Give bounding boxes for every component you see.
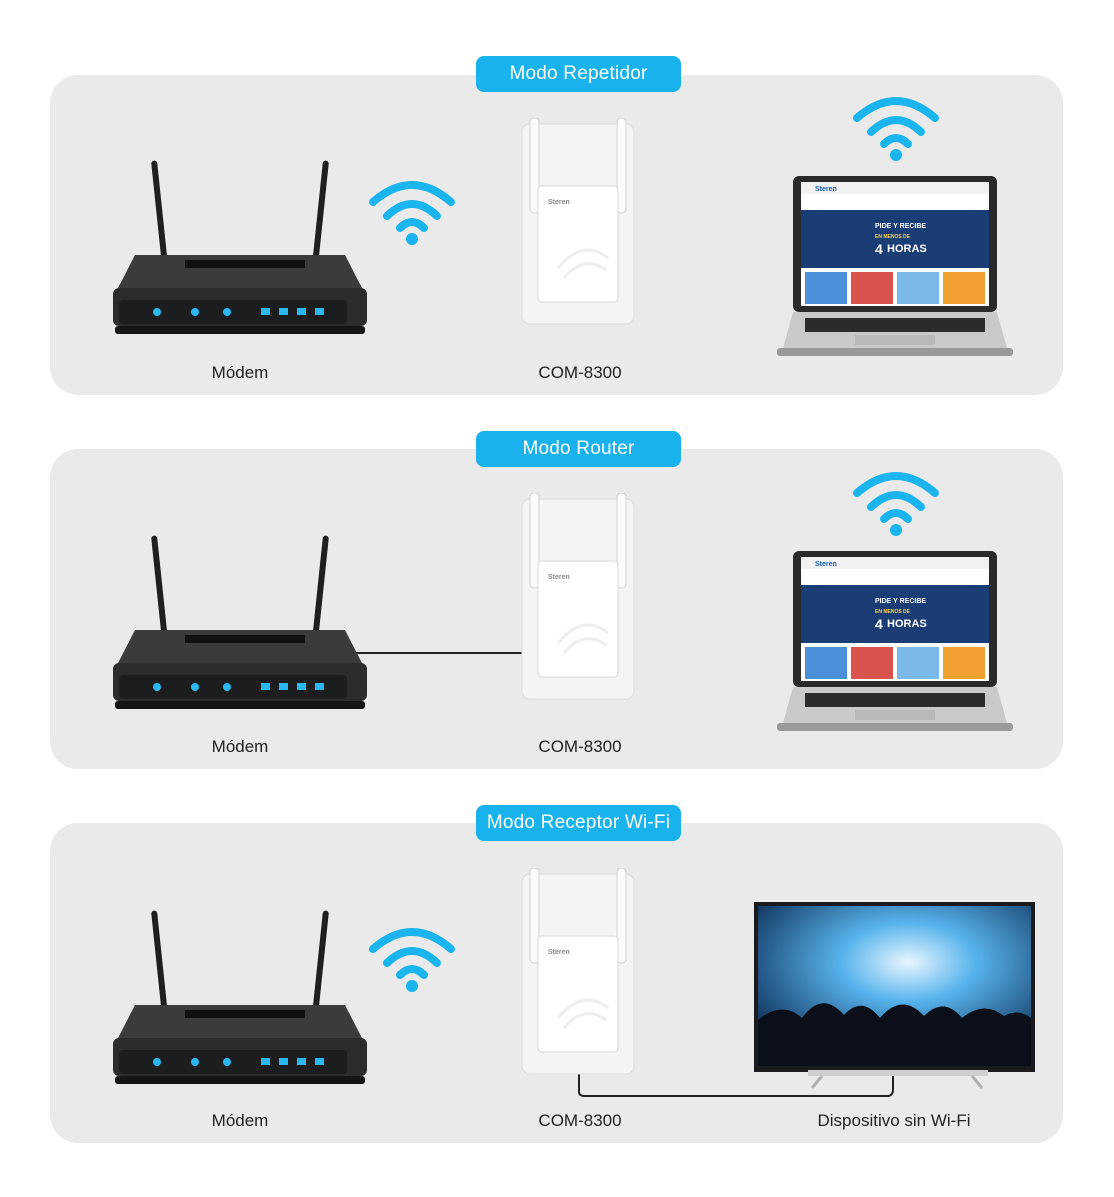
svg-text:PIDE Y RECIBE: PIDE Y RECIBE xyxy=(875,223,926,230)
device-label: COM-8300 xyxy=(538,363,622,382)
com-8300-extender-image: Steren xyxy=(521,118,635,325)
wifi-icon xyxy=(853,97,939,161)
ethernet-cable xyxy=(355,652,545,654)
svg-text:Steren: Steren xyxy=(548,949,570,956)
svg-text:4: 4 xyxy=(875,241,883,257)
svg-text:HORAS: HORAS xyxy=(887,243,927,255)
client-device-label: Dispositivo sin Wi-Fi xyxy=(817,1111,971,1130)
tv-image xyxy=(754,902,1035,1089)
modem-label: Módem xyxy=(211,737,269,756)
svg-text:EN MENOS DE: EN MENOS DE xyxy=(875,609,911,615)
svg-text:HORAS: HORAS xyxy=(887,618,927,630)
laptop-image: Steren PIDE Y RECIBE EN MENOS DE 4 HORAS xyxy=(777,551,1013,731)
mode-badge-wifi-receiver: Modo Receptor Wi-Fi xyxy=(476,805,681,841)
svg-text:PIDE Y RECIBE: PIDE Y RECIBE xyxy=(875,598,926,605)
modem-router-image xyxy=(113,910,367,1084)
svg-text:Steren: Steren xyxy=(548,199,570,206)
modem-label: Módem xyxy=(211,363,269,382)
com-8300-extender-image: Steren xyxy=(521,493,635,700)
device-label: COM-8300 xyxy=(538,1111,622,1130)
laptop-image: Steren PIDE Y RECIBE EN MENOS DE 4 HORAS xyxy=(777,176,1013,356)
wifi-icon xyxy=(369,928,455,992)
svg-text:Steren: Steren xyxy=(815,186,837,193)
modem-router-image xyxy=(113,160,367,334)
mode-badge-repeater: Modo Repetidor xyxy=(476,56,681,92)
svg-text:Steren: Steren xyxy=(548,574,570,581)
modem-label: Módem xyxy=(211,1111,269,1130)
wifi-icon xyxy=(853,472,939,536)
svg-text:4: 4 xyxy=(875,616,883,632)
ethernet-cable xyxy=(578,1040,894,1097)
svg-text:EN MENOS DE: EN MENOS DE xyxy=(875,234,911,240)
wifi-icon xyxy=(369,181,455,245)
mode-badge-router: Modo Router xyxy=(476,431,681,467)
device-label: COM-8300 xyxy=(538,737,622,756)
svg-text:Steren: Steren xyxy=(815,561,837,568)
modem-router-image xyxy=(113,535,367,709)
com-8300-extender-image: Steren xyxy=(521,868,635,1075)
